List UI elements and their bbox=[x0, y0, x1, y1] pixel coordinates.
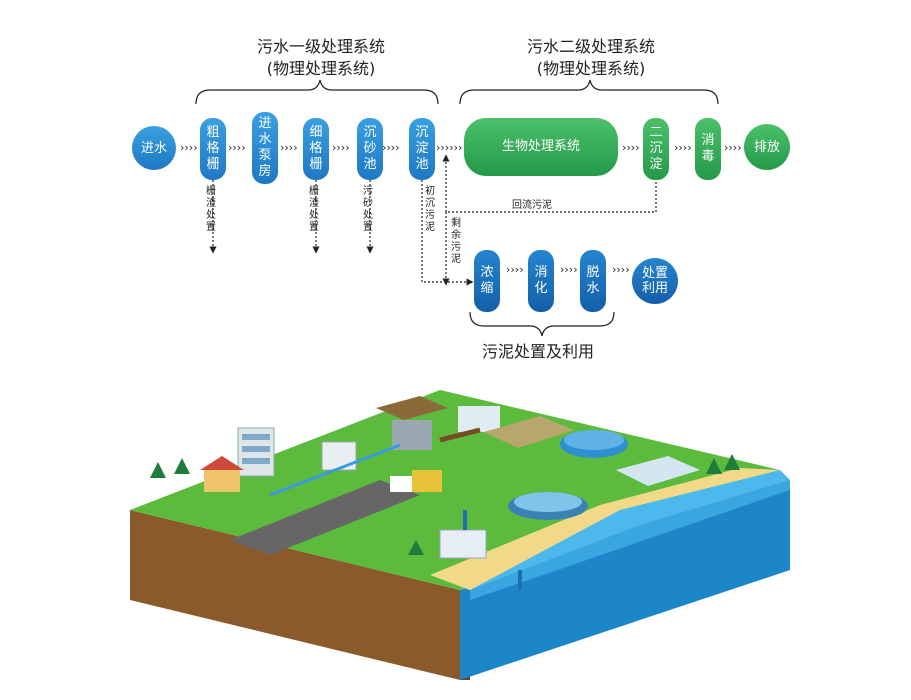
node-bio-system: 生物处理系统 bbox=[464, 118, 618, 176]
svg-text:››››: ›››› bbox=[674, 141, 692, 154]
svg-text:››››: ›››› bbox=[622, 141, 640, 154]
svg-text:››››: ›››› bbox=[612, 263, 630, 276]
node-bio-system-label: 生物处理系统 bbox=[501, 139, 580, 154]
node-pump-room: 进水泵房 bbox=[252, 112, 278, 184]
node-disinfection-label: 消毒 bbox=[701, 133, 715, 164]
node-reuse-label: 处置利用 bbox=[641, 266, 668, 296]
node-digestion: 消化 bbox=[528, 250, 554, 312]
node-grit-chamber: 沉砂池 bbox=[357, 118, 383, 180]
node-grit-chamber-label: 沉砂池 bbox=[363, 125, 377, 172]
node-pump-room-label: 进水泵房 bbox=[258, 116, 272, 179]
node-discharge: 排放 bbox=[744, 124, 790, 170]
sludge-title: 污泥处置及利用 bbox=[482, 342, 595, 361]
svg-text:››››: ›››› bbox=[228, 141, 246, 154]
node-inlet: 进水 bbox=[132, 126, 176, 170]
node-fine-screen: 细格栅 bbox=[303, 118, 329, 180]
primary-brace bbox=[195, 79, 439, 105]
node-disinfection: 消毒 bbox=[695, 118, 721, 180]
plant-illustration bbox=[130, 390, 790, 680]
node-dewatering: 脱水 bbox=[580, 250, 606, 312]
node-fine-screen-label: 细格栅 bbox=[309, 125, 323, 172]
primary-title-line2: (物理处理系统) bbox=[266, 59, 376, 78]
flow-chevrons: ›››› ›››› ›››› ›››› ›››› ›››››› ›››› ›››… bbox=[180, 141, 742, 276]
label-primary-sludge: 初沉污泥 bbox=[425, 186, 435, 233]
secondary-title-line2: (物理处理系统) bbox=[536, 59, 646, 78]
node-thickening-label: 浓缩 bbox=[480, 265, 494, 296]
secondary-brace bbox=[459, 79, 719, 105]
node-reuse: 处置利用 bbox=[632, 258, 678, 304]
sludge-brace bbox=[469, 311, 615, 337]
node-coarse-screen-label: 粗格栅 bbox=[206, 125, 220, 172]
node-secondary-settling: 二沉淀 bbox=[643, 118, 669, 180]
secondary-title-line1: 污水二级处理系统 bbox=[526, 37, 655, 56]
svg-text:››››: ›››› bbox=[506, 263, 524, 276]
svg-text:››››: ›››› bbox=[332, 141, 350, 154]
label-excess-sludge: 剩余污泥 bbox=[451, 218, 461, 265]
label-return-sludge: 回流污泥 bbox=[512, 200, 552, 211]
svg-text:››››››: ›››››› bbox=[436, 141, 462, 154]
svg-text:››››: ›››› bbox=[382, 141, 400, 154]
node-digestion-label: 消化 bbox=[534, 265, 548, 296]
label-screen-residue-2: 栅渣处置 bbox=[309, 186, 319, 233]
node-secondary-settling-label: 二沉淀 bbox=[649, 125, 663, 172]
svg-text:››››: ›››› bbox=[180, 141, 198, 154]
node-dewatering-label: 脱水 bbox=[586, 265, 600, 296]
node-coarse-screen: 粗格栅 bbox=[200, 118, 226, 180]
primary-title-line1: 污水一级处理系统 bbox=[256, 37, 385, 56]
node-thickening: 浓缩 bbox=[474, 250, 500, 312]
svg-text:››››: ›››› bbox=[724, 141, 742, 154]
svg-text:››››: ›››› bbox=[560, 263, 578, 276]
label-screen-residue-1: 栅渣处置 bbox=[206, 186, 216, 233]
label-grit-disposal: 污砂处置 bbox=[363, 186, 373, 233]
node-primary-settling: 沉淀池 bbox=[409, 118, 435, 180]
node-primary-settling-label: 沉淀池 bbox=[415, 125, 429, 172]
svg-text:››››: ›››› bbox=[280, 141, 298, 154]
